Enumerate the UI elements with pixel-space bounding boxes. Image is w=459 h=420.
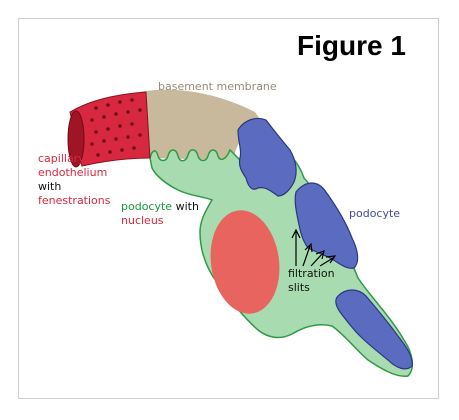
podocyte-word: podocyte: [121, 200, 173, 213]
arrowhead-2: [304, 242, 313, 253]
basement-membrane-label: basement membrane: [158, 80, 277, 93]
nucleus-shape: [210, 210, 280, 314]
filtration-slit-arrows: [291, 228, 337, 267]
podocyte-right-label: podocyte: [349, 207, 401, 220]
arrow-2: [302, 245, 311, 267]
figure-title: Figure 1: [297, 30, 406, 61]
capillary-tube-shape: [69, 91, 151, 167]
figure-border: [18, 18, 439, 399]
podocyte-foot-upper: [237, 117, 297, 197]
capillary-label-line2: endothelium: [38, 166, 108, 179]
podocyte-foot-lower: [335, 289, 413, 370]
capillary-label-line4: fenestrations: [38, 194, 111, 207]
capillary-label-line1: capillary: [38, 152, 85, 165]
slits-word: slits: [288, 281, 310, 294]
arrowhead-3: [315, 250, 325, 260]
podocyte-with-word: with: [172, 200, 199, 213]
filtration-slits-label: filtration slits: [288, 267, 335, 295]
basement-membrane-shape: [140, 89, 262, 160]
nucleus-word: nucleus: [121, 214, 164, 227]
arrow-3: [310, 252, 324, 267]
capillary-label-line3: with: [38, 180, 62, 193]
capillary-label: capillary endothelium with fenestrations: [38, 152, 111, 208]
arrowhead-1: [291, 228, 301, 239]
filtration-word: filtration: [288, 267, 335, 280]
podocyte-nucleus-label: podocyte with nucleus: [121, 200, 199, 228]
capillary-opening: [67, 110, 85, 168]
arrow-4: [319, 257, 334, 267]
fenestration-dots: [90, 98, 142, 157]
arrowhead-4: [325, 255, 337, 264]
